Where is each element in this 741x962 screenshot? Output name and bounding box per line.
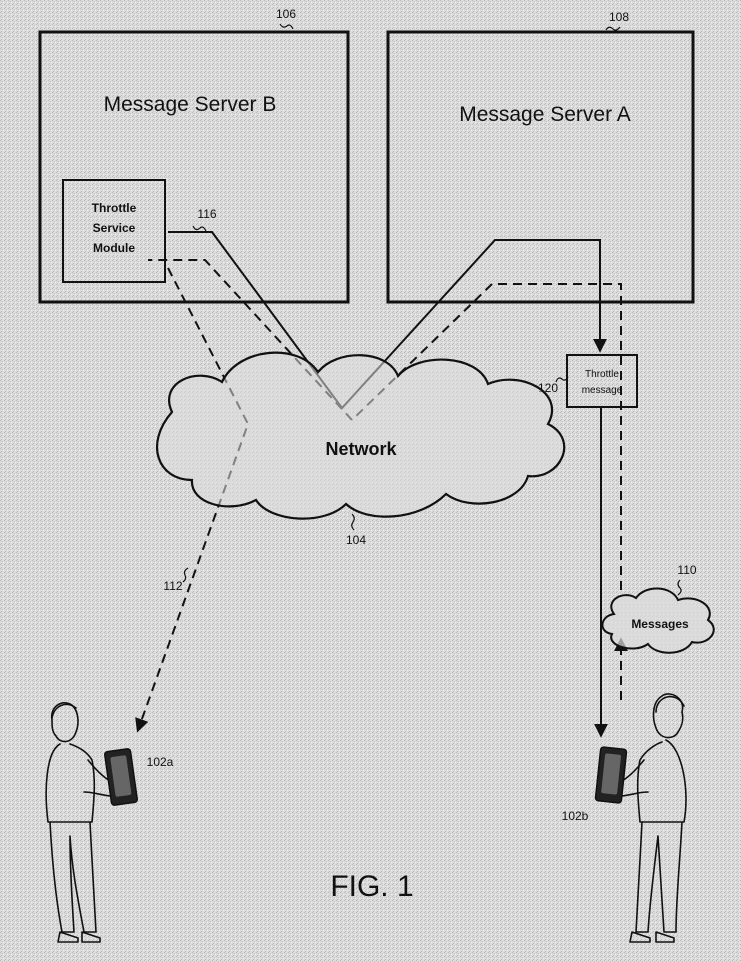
person-a-head xyxy=(51,702,79,743)
throttle-service-module-line3: Module xyxy=(93,241,135,255)
server-a-box xyxy=(386,30,695,304)
person-b-hair xyxy=(655,695,685,713)
messages-ref: 110 xyxy=(677,563,696,577)
throttle-service-module-line1: Throttle xyxy=(92,201,137,215)
device-b: 102b xyxy=(562,746,628,823)
message-server-a: Message Server A 108 xyxy=(386,10,695,304)
server-b-ref: 106 xyxy=(276,7,296,21)
person-b-torso xyxy=(636,739,687,823)
messages-ref-leader xyxy=(677,579,682,596)
server-a-title: Message Server A xyxy=(459,103,631,126)
throttle-message-box xyxy=(566,354,638,408)
device-a-label: 102a xyxy=(147,755,174,769)
throttle-message-ref-leader xyxy=(555,376,569,383)
device-a-screen xyxy=(110,755,132,797)
person-a-hair xyxy=(51,703,77,719)
throttle-service-module-box xyxy=(62,179,166,283)
messages-label: Messages xyxy=(631,617,689,631)
link-112-leader xyxy=(182,567,189,583)
throttle-service-module: Throttle Service Module xyxy=(62,179,166,283)
person-a-torso xyxy=(45,743,96,823)
dashed-link-network-to-server-b xyxy=(148,259,353,421)
person-b-head xyxy=(652,693,684,739)
network-ref-leader xyxy=(351,513,355,531)
messages-cloud: Messages 110 xyxy=(601,563,715,654)
person-a-legs xyxy=(49,821,97,933)
link-116-label: 116 xyxy=(197,207,216,221)
figure-caption: FIG. 1 xyxy=(330,870,413,903)
person-a-feet xyxy=(57,931,101,943)
network-ref: 104 xyxy=(346,533,366,547)
link-112-label: 112 xyxy=(163,579,182,593)
server-b-ref-leader xyxy=(279,23,294,30)
person-b-legs xyxy=(635,821,683,933)
network-cloud-outline xyxy=(155,351,566,520)
link-116-leader xyxy=(192,225,207,232)
throttle-service-module-line2: Service xyxy=(93,221,136,235)
network-label: Network xyxy=(325,439,397,459)
dashed-link-server-b-to-device-a xyxy=(135,267,250,733)
server-a-ref-leader xyxy=(605,26,621,31)
throttle-message-line2: message xyxy=(582,385,623,396)
throttle-message: Throttle message 120 xyxy=(538,354,638,408)
server-a-ref: 108 xyxy=(609,10,629,24)
server-b-title: Message Server B xyxy=(104,93,277,116)
message-server-b: Message Server B 106 xyxy=(38,7,350,304)
throttle-message-line1: Throttle xyxy=(585,369,619,380)
device-b-screen xyxy=(601,753,621,795)
solid-link-server-b-to-server-a xyxy=(168,231,607,410)
network-cloud: Network 104 xyxy=(155,351,566,547)
person-b-feet xyxy=(629,931,675,943)
dashed-link-device-b-to-server-a xyxy=(351,283,622,590)
device-a: 102a xyxy=(104,748,174,806)
server-b-box xyxy=(38,30,350,304)
device-b-label: 102b xyxy=(562,809,589,823)
messages-cloud-outline xyxy=(601,587,715,654)
